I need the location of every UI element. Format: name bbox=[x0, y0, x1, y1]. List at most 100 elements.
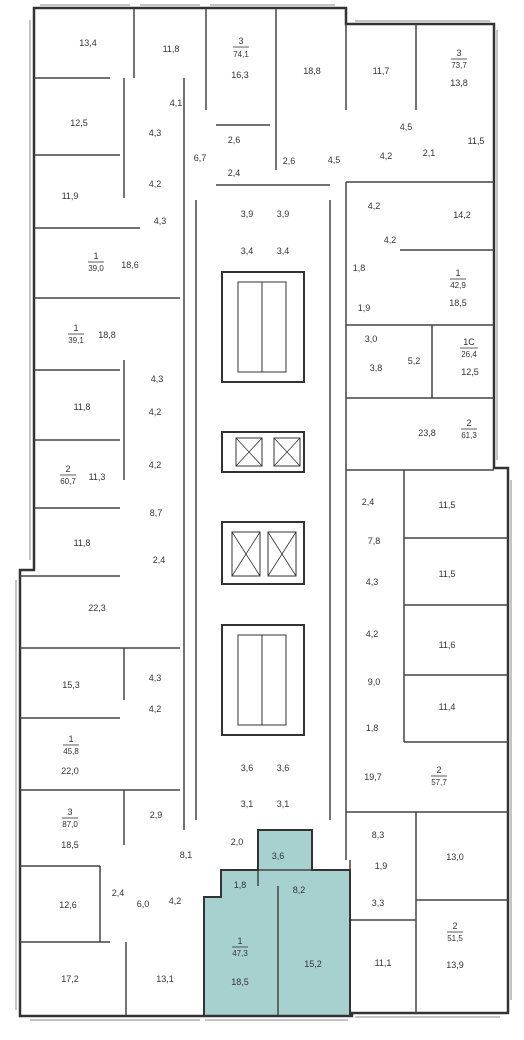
room-area: 13,8 bbox=[450, 78, 468, 88]
apartment-marker[interactable]: 2 60,7 bbox=[60, 464, 76, 486]
room-area: 1,8 bbox=[366, 723, 379, 733]
apartment-marker[interactable]: 1 39,0 bbox=[88, 251, 104, 273]
room-area: 11,7 bbox=[373, 66, 390, 76]
room-area: 11,6 bbox=[439, 640, 456, 650]
room-area: 11,3 bbox=[89, 472, 106, 482]
room-area: 14,2 bbox=[453, 210, 471, 220]
room-area: 4,2 bbox=[149, 460, 162, 470]
svg-text:1: 1 bbox=[455, 268, 460, 278]
apartment-marker[interactable]: 3 73,7 bbox=[451, 48, 467, 70]
apartment-markers: 3 74,1 3 73,7 1 39,0 1 42,9 1 39,1 1С 26… bbox=[60, 36, 478, 958]
room-area: 15,2 bbox=[304, 959, 322, 969]
room-area: 4,3 bbox=[149, 128, 162, 138]
svg-text:74,1: 74,1 bbox=[233, 50, 249, 59]
room-area: 6,7 bbox=[194, 153, 207, 163]
room-area: 3,6 bbox=[272, 851, 285, 861]
room-area: 19,7 bbox=[364, 772, 382, 782]
svg-text:47,3: 47,3 bbox=[232, 949, 248, 958]
svg-text:61,3: 61,3 bbox=[461, 431, 477, 440]
room-area: 3,0 bbox=[365, 334, 378, 344]
room-area: 12,5 bbox=[70, 118, 88, 128]
room-area: 8,3 bbox=[372, 830, 385, 840]
svg-text:1: 1 bbox=[93, 251, 98, 261]
room-area: 11,8 bbox=[163, 44, 180, 54]
svg-text:87,0: 87,0 bbox=[62, 820, 78, 829]
room-area: 1,9 bbox=[375, 861, 388, 871]
svg-text:3: 3 bbox=[456, 48, 461, 58]
room-area: 13,9 bbox=[446, 960, 464, 970]
room-area: 18,5 bbox=[61, 840, 79, 850]
svg-text:2: 2 bbox=[466, 418, 471, 428]
svg-text:45,8: 45,8 bbox=[63, 747, 79, 756]
room-area: 17,2 bbox=[61, 974, 79, 984]
room-area: 6,0 bbox=[137, 899, 150, 909]
room-area: 18,5 bbox=[231, 977, 249, 987]
room-area: 3,9 bbox=[241, 209, 254, 219]
svg-text:73,7: 73,7 bbox=[451, 61, 467, 70]
room-area: 11,4 bbox=[439, 702, 456, 712]
svg-text:39,1: 39,1 bbox=[68, 336, 84, 345]
room-area: 4,2 bbox=[368, 201, 381, 211]
svg-text:2: 2 bbox=[65, 464, 70, 474]
room-area: 22,0 bbox=[61, 766, 79, 776]
room-area: 12,6 bbox=[59, 900, 77, 910]
room-area: 8,1 bbox=[180, 850, 193, 860]
room-area: 18,8 bbox=[303, 66, 321, 76]
highlight-outline bbox=[203, 829, 351, 1017]
apartment-marker[interactable]: 2 57,7 bbox=[431, 765, 447, 787]
room-area: 22,3 bbox=[88, 603, 106, 613]
room-area: 3,6 bbox=[241, 763, 254, 773]
room-area: 1,8 bbox=[234, 880, 247, 890]
apartment-marker[interactable]: 2 51,5 bbox=[447, 921, 463, 943]
room-area: 15,3 bbox=[62, 680, 80, 690]
room-area: 1,9 bbox=[358, 303, 371, 313]
room-area: 7,8 bbox=[368, 536, 381, 546]
room-area: 8,7 bbox=[150, 508, 163, 518]
room-area: 12,5 bbox=[461, 367, 479, 377]
apartment-marker[interactable]: 1 39,1 bbox=[68, 323, 84, 345]
apartment-marker[interactable]: 1 47,3 bbox=[232, 936, 248, 958]
room-area: 11,5 bbox=[439, 569, 456, 579]
room-labels: 13,4 11,8 16,3 18,8 11,7 13,8 4,1 12,5 4… bbox=[59, 38, 484, 987]
room-area: 3,9 bbox=[277, 209, 290, 219]
room-area: 4,2 bbox=[169, 896, 182, 906]
room-area: 4,2 bbox=[149, 179, 162, 189]
room-area: 4,3 bbox=[366, 577, 379, 587]
room-area: 3,4 bbox=[277, 246, 290, 256]
room-area: 3,6 bbox=[277, 763, 290, 773]
room-area: 4,2 bbox=[149, 407, 162, 417]
svg-text:1: 1 bbox=[73, 323, 78, 333]
apartment-marker[interactable]: 3 74,1 bbox=[233, 36, 249, 59]
room-area: 13,4 bbox=[79, 38, 97, 48]
room-area: 11,8 bbox=[74, 402, 91, 412]
room-area: 3,1 bbox=[277, 799, 290, 809]
room-area: 2,6 bbox=[228, 135, 241, 145]
room-area: 4,2 bbox=[380, 151, 393, 161]
svg-text:3: 3 bbox=[238, 36, 243, 46]
room-area: 11,9 bbox=[62, 191, 79, 201]
room-area: 4,1 bbox=[170, 98, 183, 108]
apartment-marker[interactable]: 2 61,3 bbox=[461, 418, 477, 440]
apartment-marker[interactable]: 1С 26,4 bbox=[460, 337, 478, 359]
building-core bbox=[221, 271, 305, 736]
svg-text:1: 1 bbox=[68, 734, 73, 744]
room-area: 11,5 bbox=[468, 136, 485, 146]
apartment-marker[interactable]: 3 87,0 bbox=[62, 807, 78, 829]
svg-text:42,9: 42,9 bbox=[450, 281, 466, 290]
apartment-marker[interactable]: 1 42,9 bbox=[450, 268, 466, 290]
room-area: 18,5 bbox=[449, 298, 467, 308]
svg-text:39,0: 39,0 bbox=[88, 264, 104, 273]
room-area: 8,2 bbox=[293, 885, 306, 895]
room-area: 4,3 bbox=[154, 216, 167, 226]
room-area: 18,8 bbox=[98, 330, 116, 340]
apartment-marker[interactable]: 1 45,8 bbox=[63, 734, 79, 756]
room-area: 2,1 bbox=[423, 148, 436, 158]
room-area: 4,3 bbox=[151, 374, 164, 384]
room-area: 13,0 bbox=[446, 852, 464, 862]
room-area: 2,4 bbox=[362, 497, 375, 507]
highlighted-apartment[interactable] bbox=[204, 830, 350, 1016]
room-area: 2,4 bbox=[228, 168, 241, 178]
room-area: 4,2 bbox=[384, 235, 397, 245]
room-area: 9,0 bbox=[368, 677, 381, 687]
